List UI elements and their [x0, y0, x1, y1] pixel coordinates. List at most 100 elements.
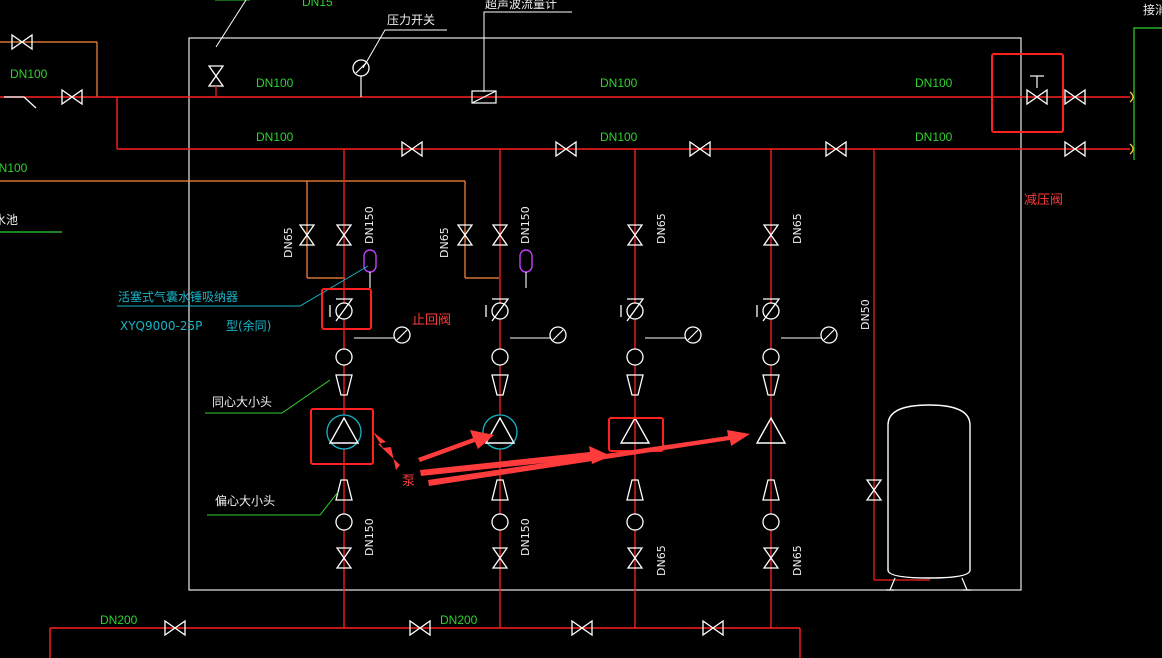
- concentric-reducer-4: [762, 374, 780, 396]
- highlight-check-valve: [321, 288, 372, 330]
- flow-element-1: [335, 348, 353, 366]
- label-dn100-h2-b: DN100: [600, 130, 638, 144]
- header-valve-5: [689, 140, 711, 158]
- pump-2-casing: [482, 414, 518, 450]
- label-dn65-pump-3-top: DN65: [655, 213, 668, 244]
- concentric-reducer-3: [626, 374, 644, 396]
- label-dn100-left-partial: DN100: [0, 161, 28, 175]
- label-dn50: DN50: [859, 299, 872, 330]
- label-absorber-model: XYQ9000-25P: [120, 319, 202, 333]
- suction-valve-1: [335, 547, 353, 569]
- eccentric-reducer-4: [762, 479, 780, 501]
- label-dn100-h2-a: DN100: [256, 130, 294, 144]
- outlet-connector-1: [1129, 91, 1134, 103]
- pump-1: [328, 416, 360, 444]
- header-valve-10: [409, 619, 431, 637]
- pressure-tank: [886, 404, 971, 591]
- check-valve-4-flap: [762, 298, 781, 322]
- bypass-valve-2: [456, 224, 474, 246]
- label-dn100-h1-c: DN100: [915, 76, 953, 90]
- label-dn15-partial: DN15: [302, 0, 333, 9]
- label-flowmeter: 超声波流量计: [485, 0, 557, 11]
- label-dn150-pump-1-top: DN150: [363, 206, 376, 244]
- highlight-pressure-reducing-valve: [991, 53, 1064, 133]
- pressure-gauge-1-needle: [396, 329, 408, 341]
- label-dn100-h1-b: DN100: [600, 76, 638, 90]
- eccentric-reducer-3: [626, 479, 644, 501]
- header-valve-11: [571, 619, 593, 637]
- label-dn100-h1-a: DN100: [256, 76, 294, 90]
- label-pump: 泵: [402, 474, 415, 489]
- eccentric-reducer-2: [491, 479, 509, 501]
- pressure-reducing-valve: [1026, 88, 1048, 106]
- flow-element-3: [626, 348, 644, 366]
- leader-lines: [117, 0, 572, 516]
- sample-valve: [207, 65, 225, 87]
- label-eccentric-reducer: 偏心大小头: [215, 493, 275, 508]
- header-valve-7: [1064, 88, 1086, 106]
- pump-3: [619, 416, 651, 444]
- pressure-gauge-2-needle: [552, 329, 564, 341]
- tank-inlet-valve: [865, 479, 883, 501]
- label-layer: DN15 压力开关 超声波流量计 接消 DN100 DN100 DN100 DN…: [0, 0, 1162, 627]
- header-valve-2: [61, 88, 83, 106]
- suction-element-1: [335, 513, 353, 531]
- header-valve-6: [825, 140, 847, 158]
- label-absorber-name: 活塞式气囊水锤吸纳器: [118, 289, 238, 304]
- pump-4: [755, 416, 787, 444]
- discharge-valve-2: [491, 224, 509, 246]
- water-hammer-absorber-2: [519, 249, 533, 273]
- label-concentric-reducer: 同心大小头: [212, 395, 272, 409]
- check-valve-3-flap: [626, 298, 645, 322]
- header-valve-3: [401, 140, 423, 158]
- eccentric-reducer-1: [335, 479, 353, 501]
- discharge-valve-3: [626, 224, 644, 246]
- flow-element-4: [762, 348, 780, 366]
- outlet-riser: [1133, 27, 1162, 160]
- header-valve-12: [702, 619, 724, 637]
- pressure-switch-gauge-needle: [355, 62, 367, 74]
- label-dn150-pump-2-bottom: DN150: [519, 518, 532, 556]
- left-inlet-fitting: [4, 96, 37, 109]
- label-dn100-left: DN100: [10, 67, 48, 81]
- label-dn150-pump-1-bottom: DN150: [363, 518, 376, 556]
- pump-2: [484, 416, 516, 444]
- highlight-pump-3: [608, 417, 664, 452]
- header-valve-8: [1064, 140, 1086, 158]
- pump-room-boundary: [188, 37, 1022, 591]
- label-dn200-b: DN200: [440, 613, 478, 627]
- label-dn100-h2-c: DN100: [915, 130, 953, 144]
- highlight-pump-1: [310, 408, 374, 465]
- suction-element-2: [491, 513, 509, 531]
- pressure-gauge-4-needle: [823, 329, 835, 341]
- label-pressure-reducing-valve: 减压阀: [1024, 193, 1063, 208]
- concentric-reducer-2: [491, 374, 509, 396]
- label-pressure-switch: 压力开关: [387, 13, 435, 27]
- pressure-gauge-3-needle: [687, 329, 699, 341]
- label-outlet-partial: 接消: [1143, 2, 1162, 17]
- suction-element-3: [626, 513, 644, 531]
- header-valve-1: [11, 33, 33, 51]
- bypass-valve-1: [298, 224, 316, 246]
- water-hammer-absorber-1: [363, 249, 377, 273]
- outlet-connector-2: [1129, 143, 1134, 155]
- header-valve-4: [555, 140, 577, 158]
- label-dn65-bypass-1: DN65: [282, 227, 295, 258]
- check-valve-1-flap: [335, 298, 354, 322]
- flow-element-2: [491, 348, 509, 366]
- equipment-layer: [4, 33, 1134, 637]
- concentric-reducer-1: [335, 374, 353, 396]
- label-dn200-a: DN200: [100, 613, 138, 627]
- label-dn65-bypass-2: DN65: [438, 227, 451, 258]
- flowmeter-slash: [471, 90, 497, 104]
- highlight-boxes: [310, 53, 1064, 465]
- label-dn65-pump-4-top: DN65: [791, 213, 804, 244]
- suction-valve-4: [762, 547, 780, 569]
- label-dn150-pump-2-top: DN150: [519, 206, 532, 244]
- suction-valve-2: [491, 547, 509, 569]
- label-check-valve: 止回阀: [412, 313, 451, 328]
- label-dn65-pump-4-bottom: DN65: [791, 545, 804, 576]
- suction-valve-3: [626, 547, 644, 569]
- header-valve-9: [164, 619, 186, 637]
